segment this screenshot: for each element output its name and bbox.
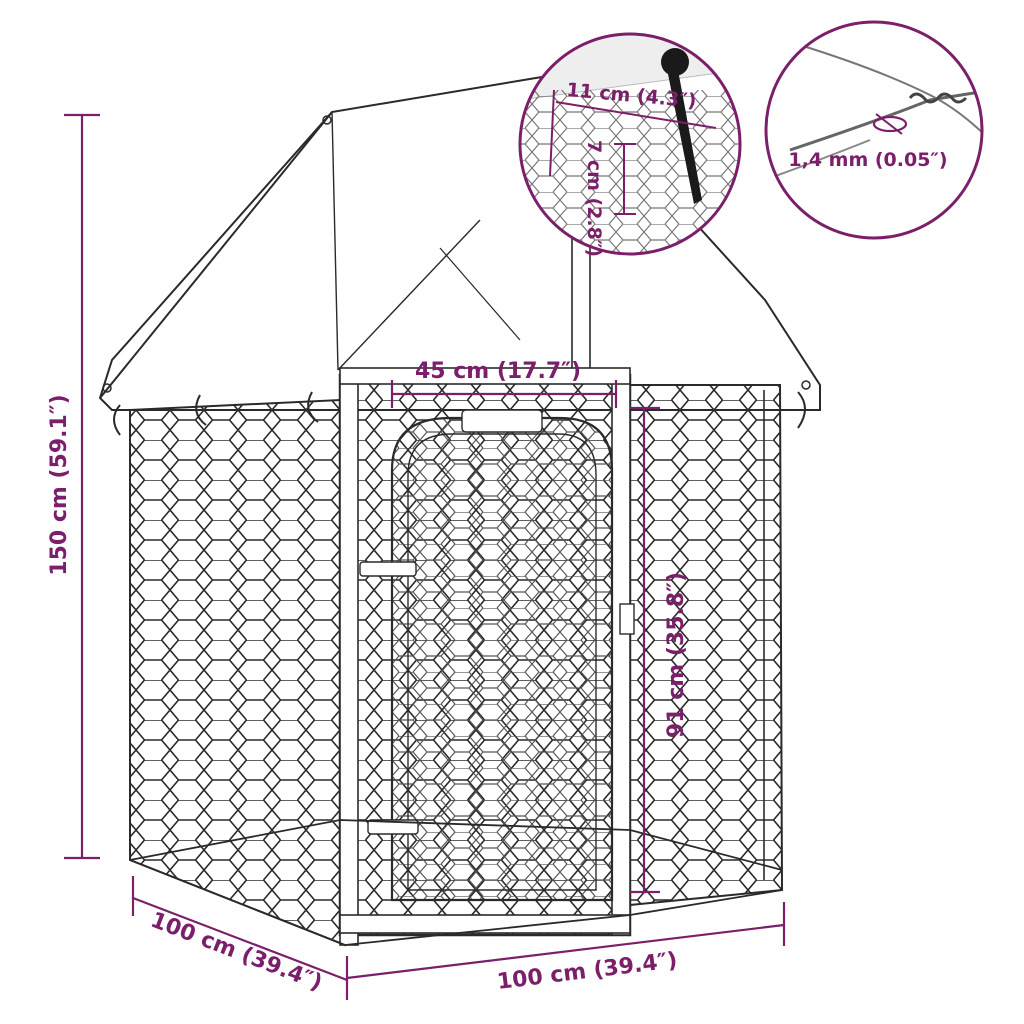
door-height-label: 91 cm (35.8″) xyxy=(664,572,689,738)
ground-stake-icon xyxy=(661,48,702,204)
height-label: 150 cm (59.1″) xyxy=(47,394,72,575)
dimension-lines xyxy=(64,113,786,1000)
dog-kennel-drawing xyxy=(98,72,821,947)
roof-inner-edge-2 xyxy=(439,247,521,341)
mesh-cell-width-line xyxy=(555,101,717,129)
roof-grommet xyxy=(322,115,332,125)
front-frame-top-rail xyxy=(339,367,631,385)
door-inner-frame xyxy=(407,433,597,891)
left-side-panel xyxy=(129,398,347,947)
roof-hook xyxy=(307,391,319,423)
roof-ridge-front xyxy=(99,111,333,399)
roof-grommet xyxy=(102,383,112,393)
mesh-cell-width-tick xyxy=(549,89,555,177)
front-frame-left-post xyxy=(339,374,359,946)
roof-hook xyxy=(113,404,121,436)
mesh-cell-height-label: 7 cm (2.8″) xyxy=(583,140,605,257)
width-dimension-line xyxy=(346,923,785,980)
depth-dimension-line xyxy=(132,896,348,982)
roof-inner-edge xyxy=(337,219,481,371)
floor-frame xyxy=(129,819,783,946)
mesh-detail-callout: 11 cm (4.3″) 7 cm (2.8″) xyxy=(518,32,742,257)
front-frame-bottom-rail xyxy=(339,914,631,934)
wire-thickness-marker xyxy=(872,115,908,133)
door-hinge-middle xyxy=(359,561,417,577)
wire-detail-circle xyxy=(764,20,984,240)
door-hinge-top xyxy=(461,409,543,433)
mesh-detail-fabric xyxy=(520,34,740,101)
roof-hook xyxy=(797,391,806,429)
roof-hook xyxy=(195,394,207,426)
roof-front-edge xyxy=(331,111,339,371)
door-frame xyxy=(390,416,614,902)
mesh-detail-circle xyxy=(518,32,742,256)
wire-twist-icon xyxy=(908,92,968,104)
door-width-label: 45 cm (17.7″) xyxy=(415,359,581,384)
door-hinge-bottom xyxy=(367,819,419,835)
wire-thickness-label: 1,4 mm (0.05″) xyxy=(788,149,947,171)
front-frame-right-post xyxy=(611,374,631,936)
roof-grommet xyxy=(801,380,811,390)
door-latch[interactable] xyxy=(619,603,635,635)
width-label: 100 cm (39.4″) xyxy=(496,948,679,995)
right-side-panel xyxy=(629,384,784,907)
wire-detail-callout: 1,4 mm (0.05″) xyxy=(764,20,984,240)
